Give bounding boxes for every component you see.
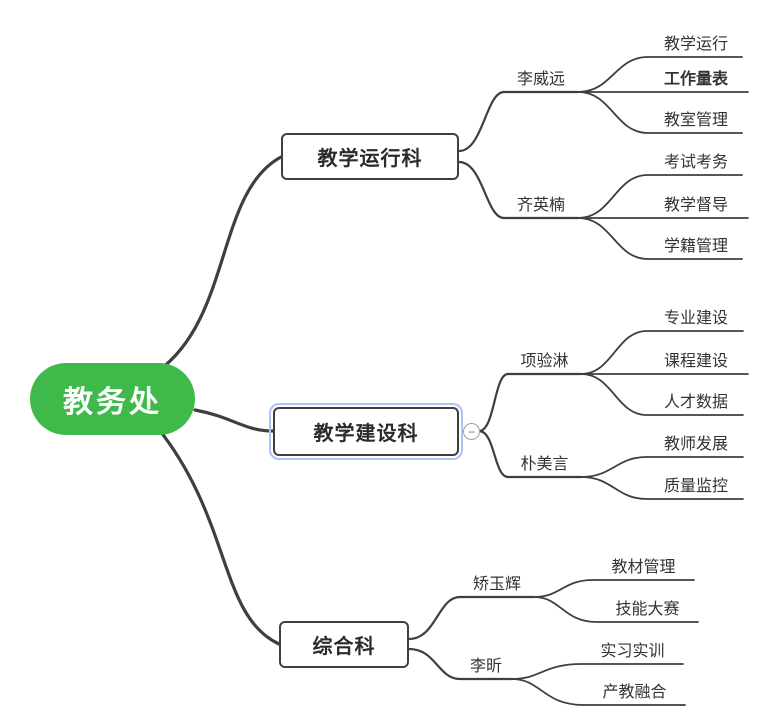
- leaf-node[interactable]: 教师发展: [663, 436, 728, 453]
- leaf-node[interactable]: 教学运行: [663, 36, 728, 53]
- leaf-node[interactable]: 人才数据: [663, 394, 728, 411]
- subtopic-node[interactable]: 项验淋: [520, 353, 569, 370]
- subtopic-node[interactable]: 李威远: [516, 71, 565, 88]
- subtopic-node[interactable]: 矫玉辉: [472, 576, 521, 593]
- leaf-node[interactable]: 产教融合: [602, 684, 667, 701]
- subtopic-node[interactable]: 李昕: [469, 658, 502, 675]
- branch-node-label: 教学运行科: [317, 148, 423, 170]
- subtopic-node[interactable]: 齐英楠: [516, 197, 565, 214]
- branch-node-label: 教学建设科: [313, 423, 419, 445]
- leaf-node[interactable]: 考试考务: [663, 154, 728, 171]
- leaf-node[interactable]: 专业建设: [663, 310, 728, 327]
- subtopic-node[interactable]: 朴美言: [520, 456, 569, 473]
- root-node[interactable]: 教务处: [30, 363, 195, 435]
- collapse-button[interactable]: −: [463, 423, 480, 440]
- leaf-node[interactable]: 技能大赛: [615, 601, 680, 618]
- leaf-node[interactable]: 教学督导: [663, 197, 728, 214]
- leaf-node[interactable]: 课程建设: [663, 353, 728, 370]
- leaf-node[interactable]: 实习实训: [600, 643, 665, 660]
- leaf-node[interactable]: 教材管理: [611, 559, 676, 576]
- branch-node-teaching-construction[interactable]: 教学建设科: [269, 403, 463, 460]
- leaf-node[interactable]: 质量监控: [663, 478, 728, 495]
- leaf-node[interactable]: 工作量表: [663, 71, 728, 88]
- branch-node-label: 综合科: [312, 636, 376, 658]
- root-node-label: 教务处: [63, 386, 162, 419]
- branch-node-general-office[interactable]: 综合科: [279, 621, 409, 668]
- branch-node-teaching-operation[interactable]: 教学运行科: [281, 133, 459, 180]
- minus-icon: −: [467, 424, 475, 439]
- leaf-node[interactable]: 学籍管理: [663, 238, 728, 255]
- leaf-node[interactable]: 教室管理: [663, 112, 728, 129]
